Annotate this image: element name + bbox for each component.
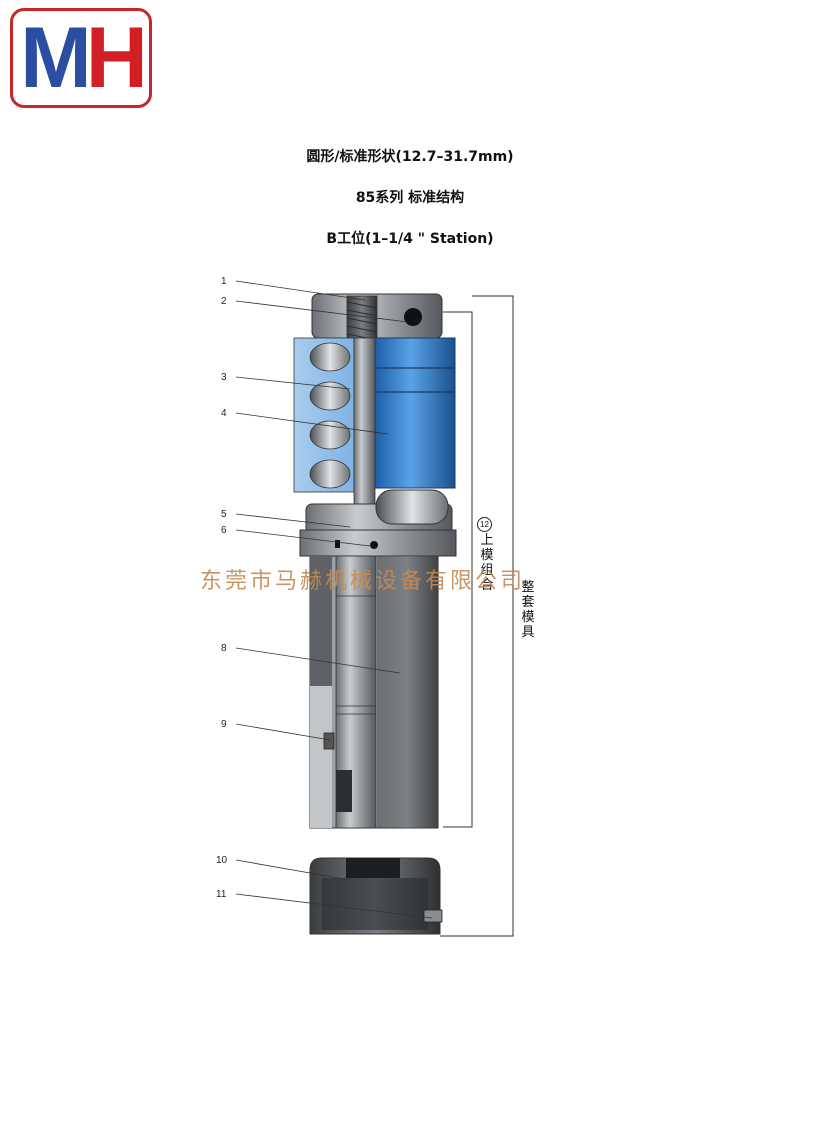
logo-letter-h: H xyxy=(85,10,148,106)
callout-3: 3 xyxy=(221,372,227,383)
title-station: B工位(1–1/4 " Station) xyxy=(326,231,494,247)
lock-ball xyxy=(404,308,422,326)
callout-5: 5 xyxy=(221,509,227,520)
spring-right xyxy=(374,337,456,489)
callout-11: 11 xyxy=(216,889,227,900)
bracket-upper xyxy=(443,311,473,828)
bracket-full xyxy=(440,295,514,937)
callout-9: 9 xyxy=(221,719,227,730)
logo-letter-m: M xyxy=(20,10,92,106)
label-upper-assembly: 上模组合 xyxy=(480,533,494,593)
assembly-number-badge: 12 xyxy=(477,517,492,532)
company-logo: MH xyxy=(10,8,152,108)
title-shape: 圆形/标准形状(12.7–31.7mm) xyxy=(306,149,514,165)
die-key xyxy=(423,909,443,923)
label-full-set: 整套模具 xyxy=(521,580,535,640)
key-screw xyxy=(323,732,335,750)
lift-flange xyxy=(299,529,457,557)
callout-6: 6 xyxy=(221,525,227,536)
callout-4: 4 xyxy=(221,408,227,419)
callout-8: 8 xyxy=(221,643,227,654)
callout-10: 10 xyxy=(216,855,228,866)
title-series: 85系列 标准结构 xyxy=(355,190,465,206)
callout-1: 1 xyxy=(221,276,227,287)
logo-letters: MH xyxy=(13,13,149,103)
watermark-company: 东莞市马赫机械设备有限公司 xyxy=(200,569,526,594)
callout-2: 2 xyxy=(221,296,227,307)
